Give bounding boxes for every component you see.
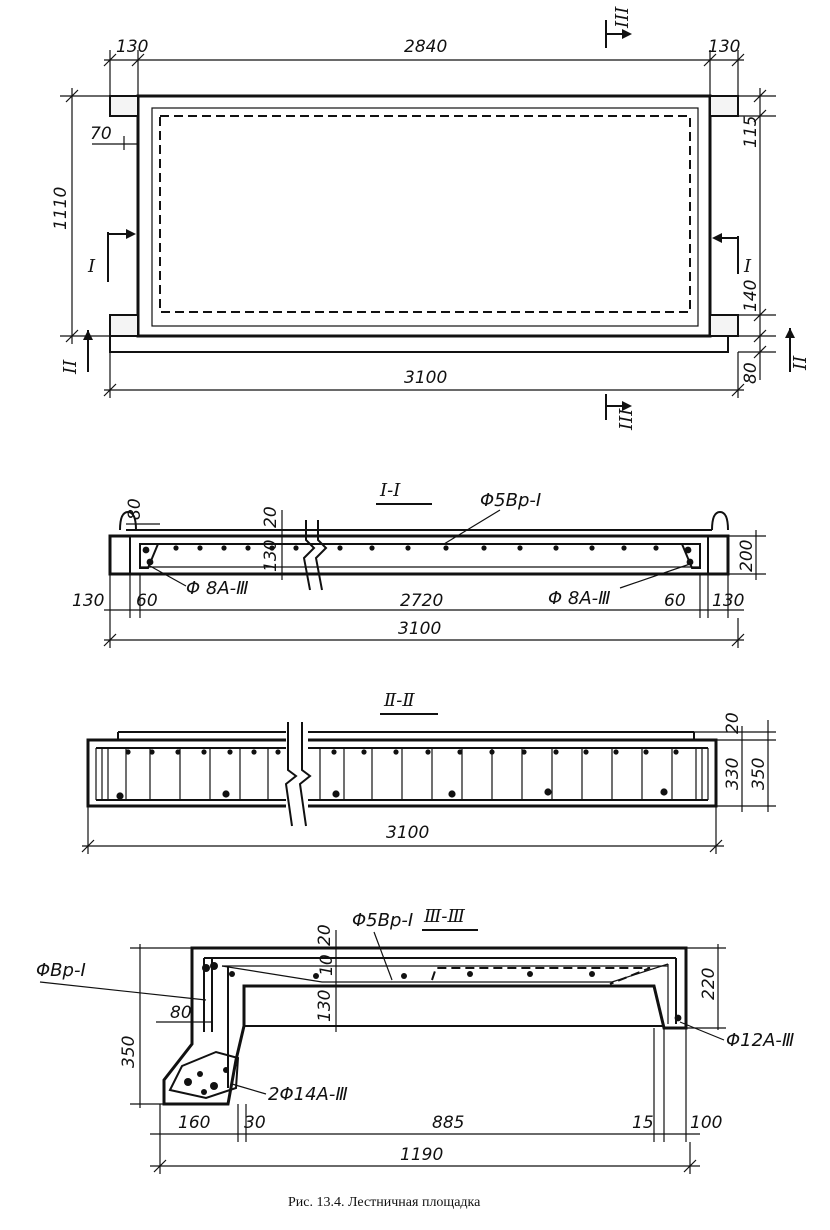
section1-dim-130: 130 <box>261 540 281 572</box>
plan-dim-right-115: 115 <box>741 116 761 148</box>
plan-support-bottom-left <box>110 315 138 336</box>
section3-rebar-dots <box>184 962 682 1095</box>
section-1-1: I-I Φ5Bp-I <box>72 480 766 648</box>
plan-dim-length-top: 2840 <box>404 37 447 57</box>
plan-cut-2-left: II <box>60 359 81 375</box>
section1-rebar-top: Φ5Bp-I <box>480 490 541 511</box>
section1-dim-left130: 130 <box>72 591 104 611</box>
plan-bottom-rib <box>109 335 729 353</box>
plan-dim-edge-70: 70 <box>90 124 112 144</box>
section2-dim-overall: 3100 <box>386 823 429 843</box>
section1-dim-80: 80 <box>125 498 145 520</box>
plan-dim-right-140: 140 <box>741 280 761 312</box>
section3-rebar-bottom: 2Φ14A-Ⅲ <box>268 1084 348 1105</box>
plan-support-top-left <box>110 96 138 116</box>
plan-rebar-dashed <box>159 115 691 313</box>
plan-slab-inner <box>151 107 699 327</box>
section1-dim-right130: 130 <box>712 591 744 611</box>
section-3-3: Ⅲ-Ⅲ Φ5Bp-I ΦBp-I 2Φ14 <box>36 906 794 1174</box>
section3-dim-80: 80 <box>170 1003 192 1023</box>
plan-support-top-right <box>710 96 738 116</box>
section3-dim-350: 350 <box>119 1036 139 1068</box>
section2-title: Ⅱ-Ⅱ <box>383 690 415 711</box>
plan-dim-right-end: 130 <box>708 37 740 57</box>
plan-cut-1-left: I <box>87 256 96 277</box>
section1-dim-right60: 60 <box>664 591 686 611</box>
section1-dim-left60: 60 <box>136 591 158 611</box>
section1-title: I-I <box>379 480 401 501</box>
section3-title: Ⅲ-Ⅲ <box>423 906 465 927</box>
section2-dim-350: 350 <box>749 758 769 790</box>
section1-rebar-right: Φ 8A-Ⅲ <box>548 588 611 609</box>
section3-dim-15: 15 <box>632 1113 654 1133</box>
plan-support-bottom-right <box>710 315 738 336</box>
section3-dim-160: 160 <box>178 1113 210 1133</box>
section3-dim-100: 100 <box>690 1113 722 1133</box>
plan-cut-2-right: II <box>790 355 811 371</box>
plan-dim-height: 1110 <box>51 187 71 230</box>
section3-dim-20: 20 <box>315 924 335 946</box>
plan-dim-right-80: 80 <box>741 362 761 384</box>
plan-view: 130 2840 130 3100 1110 70 115 140 <box>51 6 811 431</box>
plan-cut-3-top: III <box>612 6 633 29</box>
section2-dim-330: 330 <box>723 758 743 790</box>
section3-rebar-left: ΦBp-I <box>36 960 86 981</box>
section3-dim-10: 10 <box>317 954 337 976</box>
plan-cut-3-bottom: III <box>616 408 637 431</box>
section1-rebar-dots <box>142 545 694 566</box>
section1-dim-span: 2720 <box>400 591 443 611</box>
section1-dim-200: 200 <box>737 540 757 572</box>
section2-dim-20: 20 <box>723 712 743 734</box>
section3-dim-885: 885 <box>432 1113 464 1133</box>
section1-dim-overall: 3100 <box>398 619 441 639</box>
plan-dim-overall: 3100 <box>404 368 447 388</box>
figure-caption: Рис. 13.4. Лестничная площадка <box>288 1195 481 1210</box>
section2-stirrups <box>125 748 673 800</box>
section3-dim-130: 130 <box>315 990 335 1022</box>
plan-cut-1-right: I <box>743 256 752 277</box>
section1-rebar-left: Φ 8A-Ⅲ <box>186 578 249 599</box>
section3-dim-220: 220 <box>699 968 719 1000</box>
section-2-2: Ⅱ-Ⅱ <box>81 690 776 854</box>
plan-slab-outline <box>136 94 712 338</box>
section3-rebar-right: Φ12A-Ⅲ <box>726 1030 794 1051</box>
section3-rebar-top: Φ5Bp-I <box>352 910 413 931</box>
section1-dim-20: 20 <box>261 506 281 528</box>
section3-dim-overall: 1190 <box>400 1145 443 1165</box>
plan-dim-left-end: 130 <box>116 37 148 57</box>
section2-rebar-dots <box>116 749 679 800</box>
section3-dim-30: 30 <box>244 1113 266 1133</box>
